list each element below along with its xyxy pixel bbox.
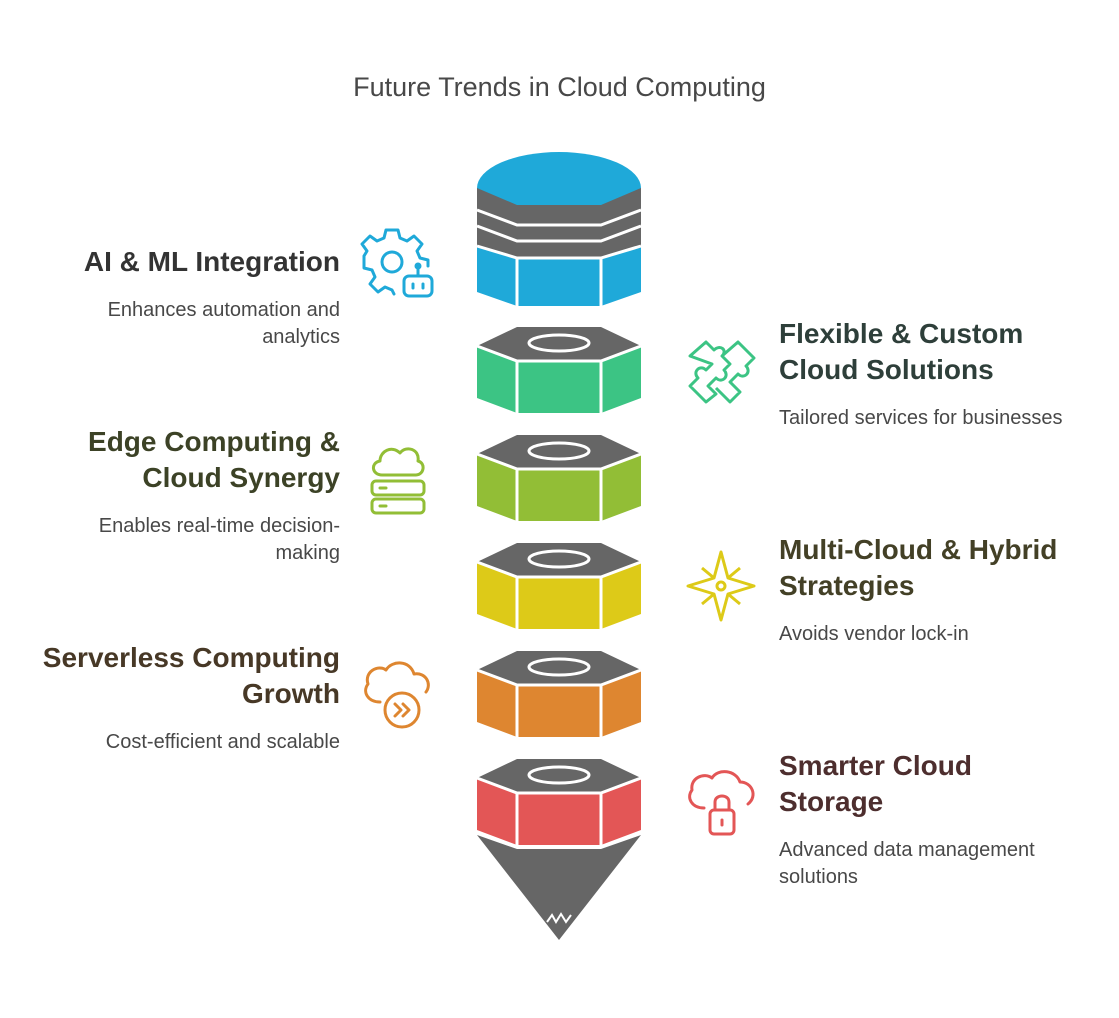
item-description: Enables real-time decision-making [98,515,340,564]
item-description: Enhances automation and analytics [107,299,340,348]
cloud-server-icon [370,447,426,515]
item-description: Tailored services for businesses [779,407,1063,429]
drill-tip [477,835,641,940]
tier-edge [476,435,642,521]
diagram-title: Future Trends in Cloud Computing [353,72,766,102]
item-description: Cost-efficient and scalable [105,731,340,753]
item-heading: Edge Computing & Cloud Synergy [88,426,340,493]
item-heading: Smarter Cloud Storage [779,750,972,817]
cloud-forward-icon [364,661,430,729]
item-heading: Flexible & Custom Cloud Solutions [779,318,1024,385]
item-heading: Serverless Computing Growth [42,642,340,709]
item-heading: Multi-Cloud & Hybrid Strategies [779,534,1058,601]
item-serverless: Serverless Computing Growth Cost-efficie… [20,640,340,756]
item-storage: Smarter Cloud Storage Advanced data mana… [779,748,1079,891]
tier-storage [476,759,642,845]
item-description: Avoids vendor lock-in [779,623,969,645]
compass-star-icon [686,550,756,622]
tier-flexible [476,327,642,413]
tier-serverless [476,651,642,737]
item-ai-ml: AI & ML Integration Enhances automation … [40,244,340,351]
cloud-lock-icon [688,770,755,836]
puzzle-icon [688,340,756,404]
item-edge: Edge Computing & Cloud Synergy Enables r… [40,424,340,567]
tier-multi-cloud [476,543,642,629]
tier-ai-ml [476,152,642,306]
item-heading: AI & ML Integration [83,246,340,277]
item-flexible: Flexible & Custom Cloud Solutions Tailor… [779,316,1079,432]
item-multi-cloud: Multi-Cloud & Hybrid Strategies Avoids v… [779,532,1079,648]
gear-robot-icon [360,228,434,298]
item-description: Advanced data management solutions [779,839,1035,888]
